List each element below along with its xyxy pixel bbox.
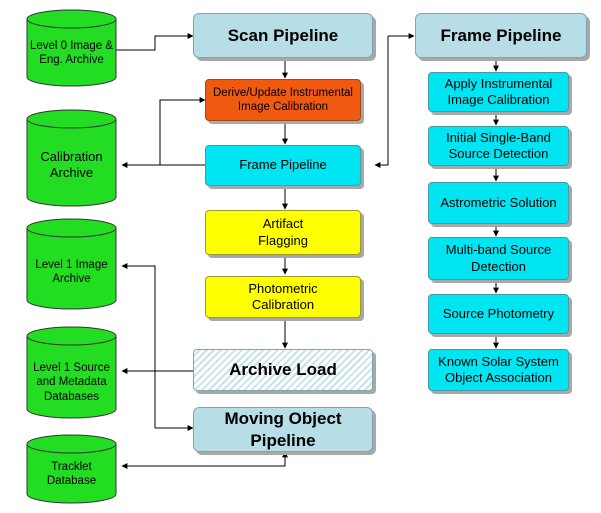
level1-image-archive-label: Level 1 Image Archive bbox=[35, 259, 108, 286]
database-icon bbox=[26, 434, 117, 504]
level1-source-db: Level 1 Source and Metadata Databases bbox=[24, 324, 119, 421]
tracklet-db: Tracklet Database bbox=[24, 432, 119, 506]
step-single-band-detection: Initial Single-Band Source Detection bbox=[428, 126, 569, 166]
photometric-calibration-label: Photometric Calibration bbox=[248, 280, 318, 312]
arrow-calibration-to-derive bbox=[159, 97, 206, 165]
step-label: Apply Instrumental Image Calibration bbox=[444, 75, 553, 107]
level1-image-archive-db: Level 1 Image Archive bbox=[24, 216, 119, 312]
database-icon bbox=[26, 109, 117, 207]
calibration-archive-db: Calibration Archive bbox=[24, 107, 119, 209]
photometric-calibration-box: Photometric Calibration bbox=[205, 276, 361, 318]
moving-object-pipeline-box: Moving Object Pipeline bbox=[193, 407, 373, 452]
derive-calibration-box: Derive/Update Instrumental Image Calibra… bbox=[205, 79, 361, 121]
database-icon bbox=[26, 9, 117, 87]
artifact-flagging-box: Artifact Flagging bbox=[205, 210, 361, 255]
level1-source-label: Level 1 Source and Metadata Databases bbox=[33, 362, 110, 403]
database-icon bbox=[26, 326, 117, 419]
calibration-archive-label: Calibration Archive bbox=[40, 149, 103, 181]
archive-load-box: Archive Load bbox=[193, 349, 373, 391]
arrow-frame-detail-link bbox=[374, 36, 389, 168]
scan-pipeline-box: Scan Pipeline bbox=[193, 13, 373, 58]
artifact-flagging-label: Artifact Flagging bbox=[258, 216, 308, 248]
derive-calibration-label: Derive/Update Instrumental Image Calibra… bbox=[213, 86, 353, 113]
moving-object-pipeline-label: Moving Object Pipeline bbox=[224, 409, 342, 450]
arrow-moving-tracklet bbox=[121, 451, 288, 469]
step-source-photometry: Source Photometry bbox=[428, 294, 569, 334]
frame-pipeline-detail-title-box: Frame Pipeline bbox=[415, 13, 587, 58]
level0-archive-label: Level 0 Image & Eng. Archive bbox=[29, 40, 114, 67]
frame-pipeline-detail-title: Frame Pipeline bbox=[440, 25, 562, 45]
arrow-level0-to-scan bbox=[115, 33, 194, 51]
step-astrometric-solution: Astrometric Solution bbox=[428, 182, 569, 224]
step-solar-system-association: Known Solar System Object Association bbox=[428, 349, 569, 391]
step-multiband-detection: Multi-band Source Detection bbox=[428, 237, 569, 280]
database-icon bbox=[26, 218, 117, 310]
step-apply-calibration: Apply Instrumental Image Calibration bbox=[428, 72, 569, 112]
step-label: Initial Single-Band Source Detection bbox=[446, 129, 551, 161]
arrow-level1-image-bus bbox=[121, 263, 156, 428]
tracklet-label: Tracklet Database bbox=[46, 461, 97, 488]
step-label: Known Solar System Object Association bbox=[438, 353, 559, 385]
scan-pipeline-label: Scan Pipeline bbox=[227, 25, 339, 45]
frame-pipeline-box: Frame Pipeline bbox=[205, 145, 361, 186]
step-label: Multi-band Source Detection bbox=[445, 242, 552, 274]
step-label: Astrometric Solution bbox=[440, 194, 557, 210]
frame-pipeline-label: Frame Pipeline bbox=[239, 157, 327, 173]
step-label: Source Photometry bbox=[442, 305, 555, 321]
archive-load-label: Archive Load bbox=[229, 360, 337, 380]
level0-archive-db: Level 0 Image & Eng. Archive bbox=[24, 7, 119, 89]
